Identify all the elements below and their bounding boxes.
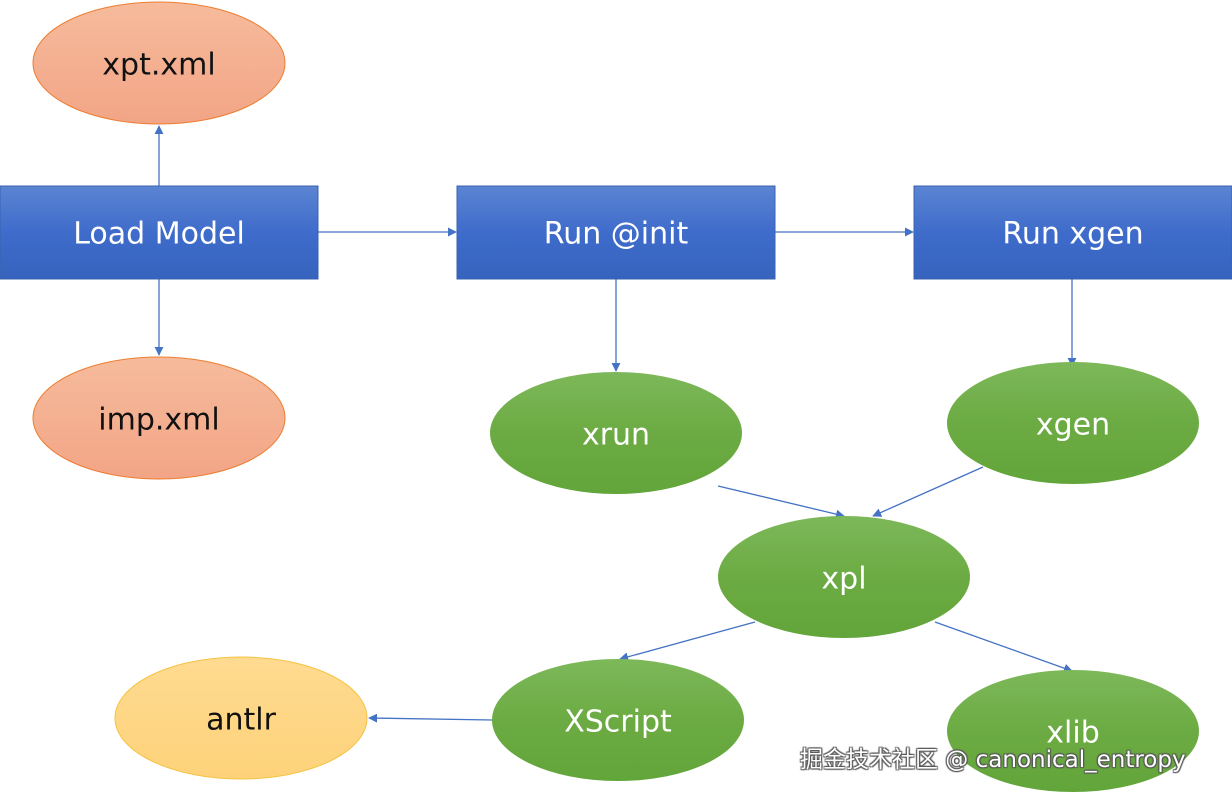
node-xscript: XScript xyxy=(492,659,744,781)
node-xgen: xgen xyxy=(947,362,1199,484)
node-xpt-xml: xpt.xml xyxy=(32,1,286,125)
edge-xscript-to-antlr xyxy=(368,713,493,723)
node-load-model: Load Model xyxy=(0,185,319,280)
edge-xpl-to-xscript xyxy=(619,621,756,662)
edge-xrun-to-xpl xyxy=(717,485,845,519)
node-xgen-label: xgen xyxy=(1036,408,1110,443)
node-xrun: xrun xyxy=(490,372,742,494)
node-antlr: antlr xyxy=(114,656,368,780)
node-xpt-xml-label: xpt.xml xyxy=(102,48,215,83)
node-xscript-label: XScript xyxy=(564,705,672,740)
node-xlib: xlib xyxy=(947,670,1199,792)
edge-xgen-to-xpl xyxy=(872,466,984,517)
watermark-text: 掘金技术社区 @ canonical_entropy xyxy=(800,747,1186,773)
node-xpl-label: xpl xyxy=(821,562,866,597)
node-xpl: xpl xyxy=(718,516,970,638)
node-imp-xml: imp.xml xyxy=(32,356,286,480)
node-xrun-label: xrun xyxy=(582,418,650,453)
node-run-xgen: Run xgen xyxy=(913,185,1232,280)
edge-xpl-to-xlib xyxy=(934,621,1073,673)
node-run-init-label: Run @init xyxy=(544,217,689,252)
node-run-init: Run @init xyxy=(456,185,776,280)
node-antlr-label: antlr xyxy=(206,703,276,738)
node-xlib-label: xlib xyxy=(1046,716,1099,751)
node-imp-xml-label: imp.xml xyxy=(98,403,219,438)
node-run-xgen-label: Run xgen xyxy=(1002,217,1143,252)
node-load-model-label: Load Model xyxy=(73,217,245,252)
